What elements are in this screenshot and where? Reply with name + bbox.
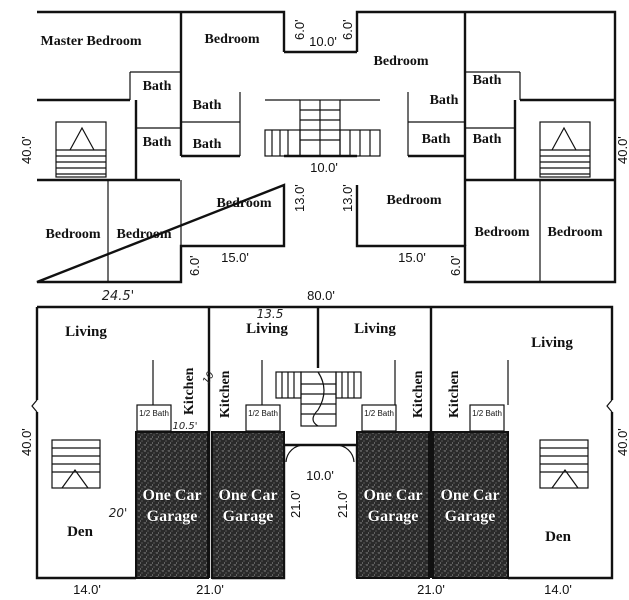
room-label-bedroom: Bedroom: [117, 227, 172, 242]
garage-area: [135, 431, 209, 579]
dimension-label: 15.0': [398, 250, 426, 265]
dimension-label: 21.0': [417, 582, 445, 597]
dimension-label: 40.0': [615, 136, 629, 164]
half-bath-label: 1/2 Bath: [364, 409, 394, 418]
garage-label: One Car: [218, 487, 277, 504]
room-label-living: Living: [354, 321, 396, 337]
garage-area: [211, 431, 285, 579]
half-bath-label: 1/2 Bath: [139, 409, 169, 418]
room-label-bedroom: Bedroom: [374, 54, 429, 69]
dimension-label: 6.0': [448, 255, 463, 276]
room-label-bedroom: Bedroom: [548, 225, 603, 240]
room-label-kitchen: Kitchen: [182, 367, 197, 415]
dimension-label: 21.0': [288, 490, 303, 518]
room-label-kitchen: Kitchen: [447, 370, 462, 418]
handwritten-note: 13.5: [257, 307, 284, 321]
room-label-bath: Bath: [143, 135, 172, 150]
dimension-label: 14.0': [73, 582, 101, 597]
dimension-label: 40.0': [19, 136, 34, 164]
room-label-bedroom: Bedroom: [387, 193, 442, 208]
room-label-bath: Bath: [422, 132, 451, 147]
half-bath-label: 1/2 Bath: [472, 409, 502, 418]
room-label-bedroom: Bedroom: [475, 225, 530, 240]
dimension-label: 10.0': [309, 34, 337, 49]
dimension-label: 6.0': [340, 19, 355, 40]
dimension-label: 40.0': [19, 428, 34, 456]
garage-label: Garage: [445, 508, 496, 525]
garage-area: [432, 431, 509, 579]
room-label-bedroom: Bedroom: [217, 196, 272, 211]
room-label-living: Living: [531, 335, 573, 351]
garage-label: One Car: [363, 487, 422, 504]
dimension-label: 6.0': [187, 255, 202, 276]
dimension-label: 80.0': [307, 288, 335, 303]
handwritten-note: 10: [201, 370, 217, 387]
room-label-kitchen: Kitchen: [411, 370, 426, 418]
upper-floor-plan: Master Bedroom Bedroom Bath Bath Bath Ba…: [19, 10, 629, 284]
room-label-bath: Bath: [473, 73, 502, 88]
dimension-label: 40.0': [615, 428, 629, 456]
dimension-label: 10.0': [310, 160, 338, 175]
room-label-den: Den: [67, 524, 93, 540]
dimension-label: 13.0': [340, 184, 355, 212]
dimension-label: 10.0': [306, 468, 334, 483]
dimension-label: 15.0': [221, 250, 249, 265]
room-label-kitchen: Kitchen: [218, 370, 233, 418]
garage-label: Garage: [368, 508, 419, 525]
dimension-label: 6.0': [292, 19, 307, 40]
garage-label: One Car: [440, 487, 499, 504]
room-label-bath: Bath: [473, 132, 502, 147]
room-label-bath: Bath: [430, 93, 459, 108]
half-bath-label: 1/2 Bath: [248, 409, 278, 418]
room-label-den: Den: [545, 529, 571, 545]
garage-area: [356, 431, 430, 579]
room-label-bedroom: Bedroom: [46, 227, 101, 242]
room-label-master-bedroom-left: Master Bedroom: [41, 34, 142, 49]
room-label-bath: Bath: [143, 79, 172, 94]
handwritten-note: 10.5': [172, 421, 197, 432]
garage-label: Garage: [223, 508, 274, 525]
lower-floor-plan: Living Living Living Living Kitchen Kitc…: [19, 288, 629, 597]
room-label-bedroom: Bedroom: [205, 32, 260, 47]
room-label-living: Living: [65, 324, 107, 340]
dimension-label: 14.0': [544, 582, 572, 597]
handwritten-note: 24.5': [102, 289, 135, 304]
room-label-bath: Bath: [193, 98, 222, 113]
room-label-bath: Bath: [193, 137, 222, 152]
garage-label: One Car: [142, 487, 201, 504]
dimension-label: 21.0': [196, 582, 224, 597]
room-label-living: Living: [246, 321, 288, 337]
garage-label: Garage: [147, 508, 198, 525]
handwritten-note: 20': [109, 506, 128, 520]
dimension-label: 21.0': [335, 490, 350, 518]
dimension-label: 13.0': [292, 184, 307, 212]
